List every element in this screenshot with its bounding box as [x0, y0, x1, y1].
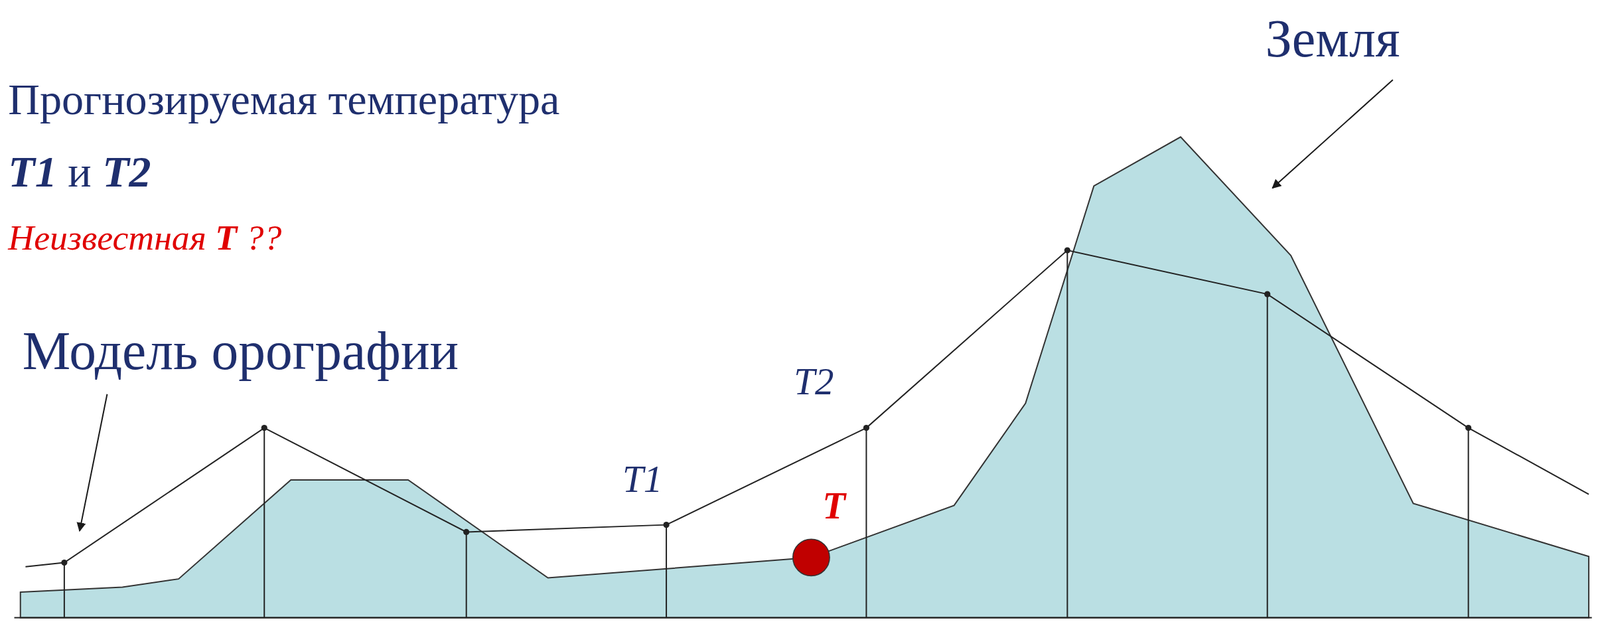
heading-line: Прогнозируемая температура [7, 77, 560, 122]
grid-points [61, 246, 1472, 566]
point-label: T [822, 487, 846, 525]
terrain-area [20, 136, 1589, 618]
point-label: T2 [793, 363, 834, 401]
leader-arrow [1272, 79, 1393, 188]
baseline [14, 617, 1593, 619]
leader-arrow [79, 394, 108, 531]
note-line: Неизвестная T ?? [7, 220, 282, 257]
model-orography-line [25, 250, 1589, 567]
unknown-point [793, 538, 830, 576]
region-label: Модель орографии [22, 323, 459, 379]
heading-line: T1 и T2 [7, 149, 151, 194]
point-label: T1 [622, 460, 663, 499]
region-label: Земля [1265, 11, 1401, 66]
